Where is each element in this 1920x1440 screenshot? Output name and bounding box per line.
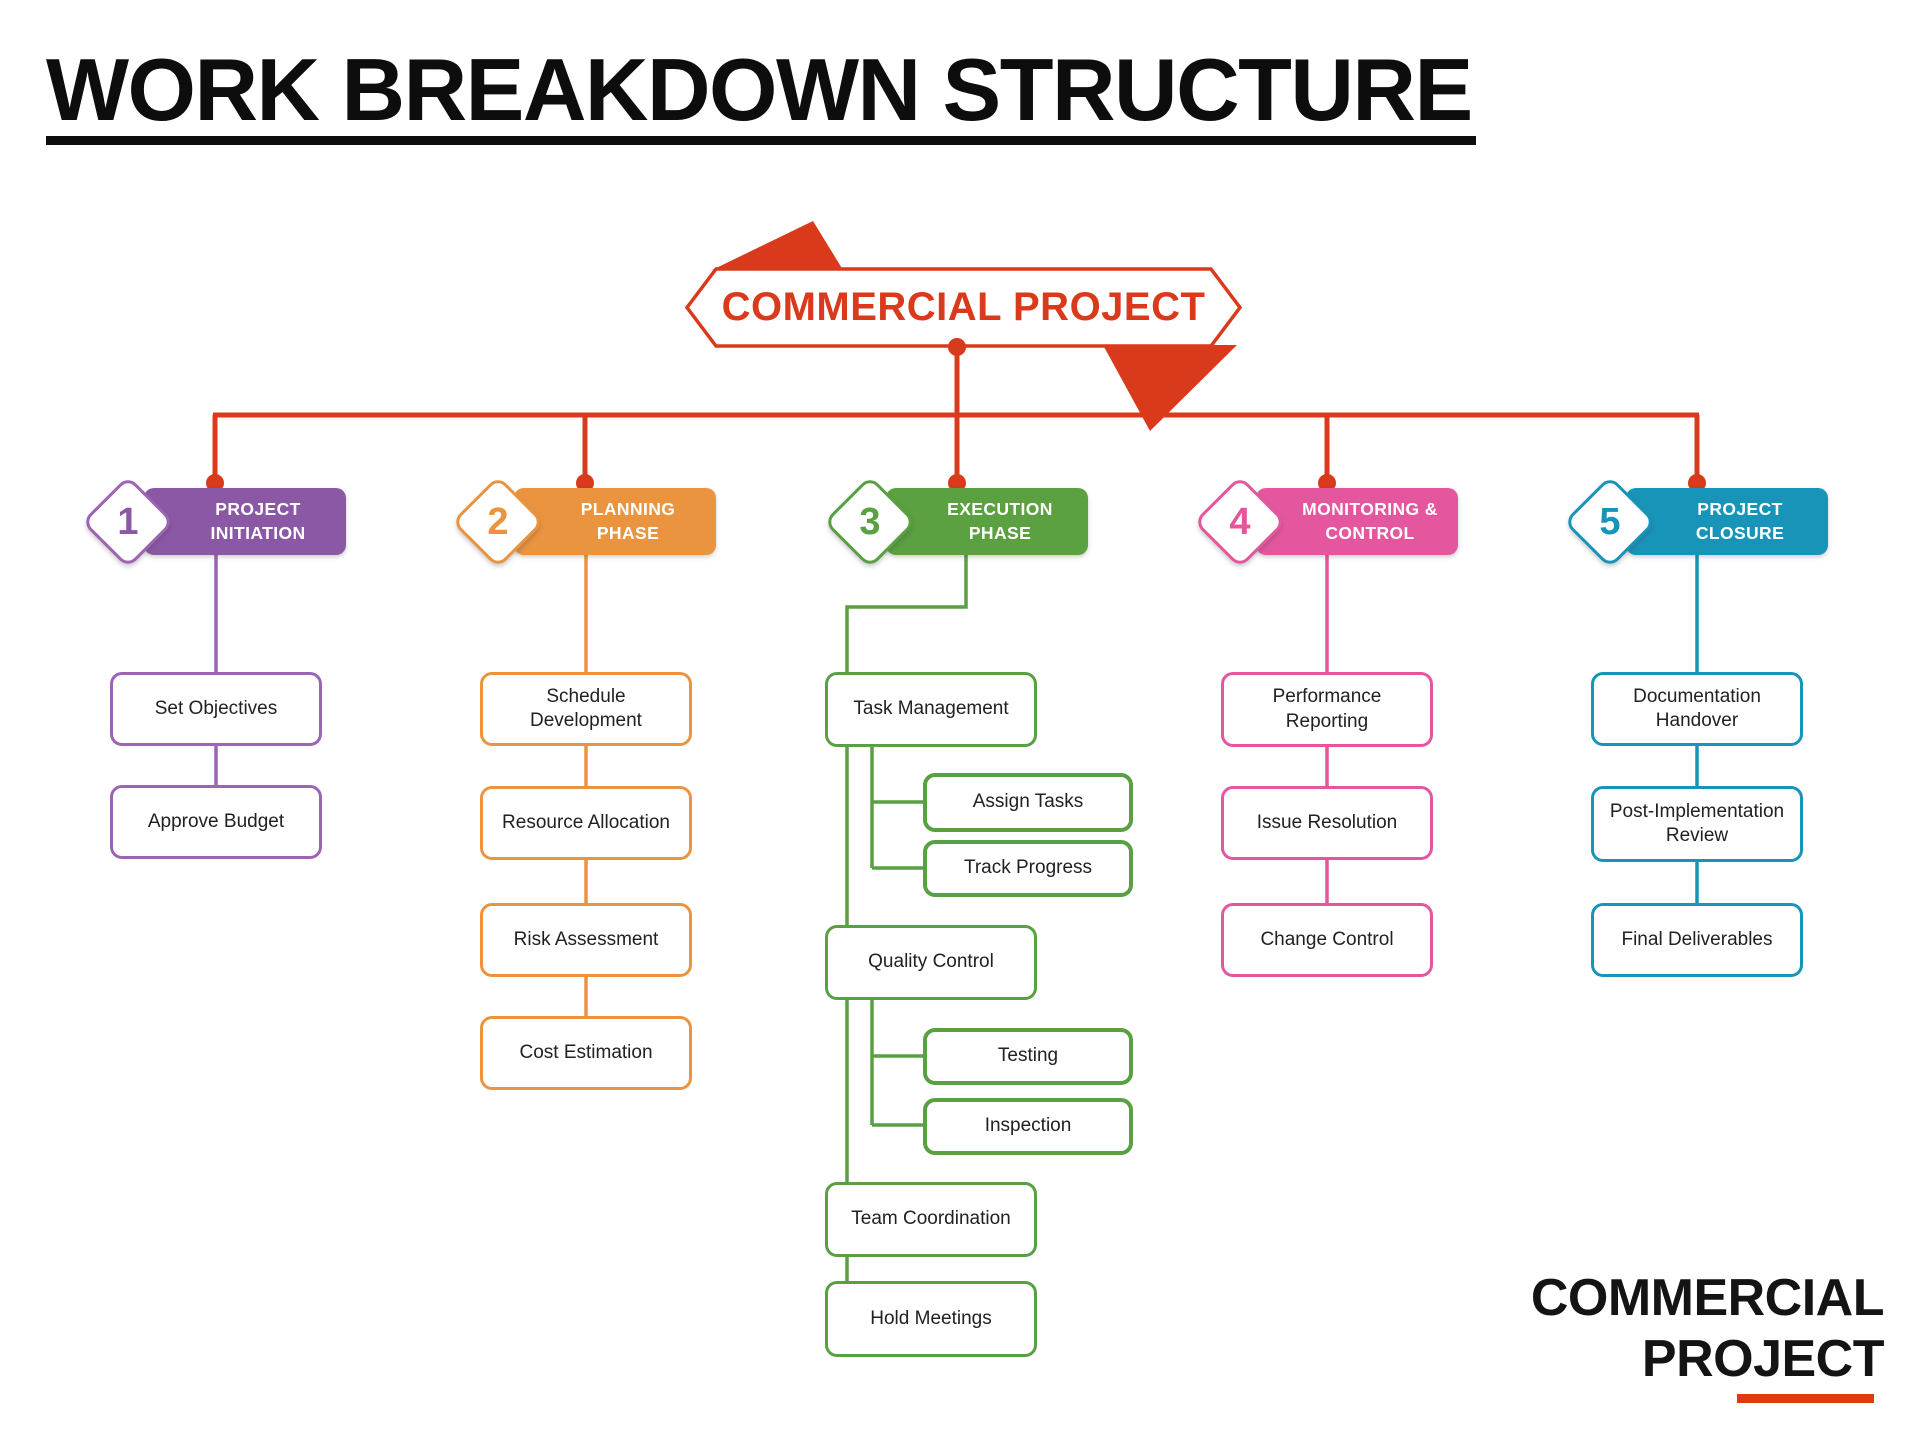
node-issue-resolution: Issue Resolution (1221, 786, 1433, 860)
page-title: WORK BREAKDOWN STRUCTURE (46, 40, 1473, 139)
phase3-spine (845, 555, 968, 1283)
phase2-title-line1: PLANNING (580, 499, 676, 520)
phase2-title-line2: PHASE (596, 522, 660, 543)
phase3-header: EXECUTION PHASE (886, 488, 1088, 555)
node-documentation-handover: Documentation Handover (1591, 672, 1803, 746)
node-assign-tasks: Assign Tasks (923, 773, 1133, 832)
phase1-number: 1 (117, 500, 139, 543)
phase5-title-line2: CLOSURE (1695, 522, 1785, 543)
title-underline (46, 136, 1476, 145)
node-inspection: Inspection (923, 1098, 1133, 1155)
phase3-child-branches (870, 747, 923, 1127)
phase2-header: PLANNING PHASE (514, 488, 716, 555)
phase4-dot (1318, 474, 1336, 492)
node-set-objectives: Set Objectives (110, 672, 322, 746)
banner-top-wedge (712, 221, 843, 270)
phase4-title-line1: MONITORING & (1302, 499, 1438, 520)
node-performance-reporting: Performance Reporting (1221, 672, 1433, 747)
banner-node-dot (948, 338, 966, 356)
node-change-control: Change Control (1221, 903, 1433, 977)
phase2-dot (576, 474, 594, 492)
node-task-management: Task Management (825, 672, 1037, 747)
phase1-dot (206, 474, 224, 492)
phase1-title-line2: INITIATION (210, 522, 306, 543)
phase2-number: 2 (487, 500, 509, 543)
banner-bottom-wedge (1103, 345, 1237, 431)
phase4-title-line2: CONTROL (1325, 522, 1415, 543)
phase1-header: PROJECT INITIATION (144, 488, 346, 555)
phase3-dot (948, 474, 966, 492)
node-testing: Testing (923, 1028, 1133, 1085)
connector-phase-drops (212, 415, 1700, 482)
node-track-progress: Track Progress (923, 840, 1133, 897)
brand-logo-line1: COMMERCIAL (1530, 1269, 1885, 1327)
node-schedule-development: Schedule Development (480, 672, 692, 746)
phase5-number: 5 (1599, 500, 1621, 543)
phase5-dot (1688, 474, 1706, 492)
node-approve-budget: Approve Budget (110, 785, 322, 859)
node-risk-assessment: Risk Assessment (480, 903, 692, 977)
phase3-title-line1: EXECUTION (947, 499, 1053, 520)
phase5-header: PROJECT CLOSURE (1626, 488, 1828, 555)
node-final-deliverables: Final Deliverables (1591, 903, 1803, 977)
phase5-title-line1: PROJECT (1697, 499, 1783, 520)
phase4-header: MONITORING & CONTROL (1256, 488, 1458, 555)
node-quality-control: Quality Control (825, 925, 1037, 1000)
node-hold-meetings: Hold Meetings (825, 1281, 1037, 1357)
brand-logo-line2: PROJECT (1641, 1329, 1885, 1388)
node-cost-estimation: Cost Estimation (480, 1016, 692, 1090)
phase1-title-line1: PROJECT (215, 499, 301, 520)
node-post-implementation-review: Post-Implementation Review (1591, 786, 1803, 862)
phase4-number: 4 (1229, 500, 1251, 543)
phase3-title-line2: PHASE (968, 522, 1032, 543)
phase3-number: 3 (859, 500, 881, 543)
brand-logo-underline (1737, 1394, 1874, 1403)
banner-shape (684, 267, 1243, 348)
root-node-label: COMMERCIAL PROJECT (721, 285, 1206, 329)
node-resource-allocation: Resource Allocation (480, 786, 692, 860)
node-team-coordination: Team Coordination (825, 1182, 1037, 1257)
brand-logo: COMMERCIAL PROJECT (1384, 1268, 1885, 1390)
